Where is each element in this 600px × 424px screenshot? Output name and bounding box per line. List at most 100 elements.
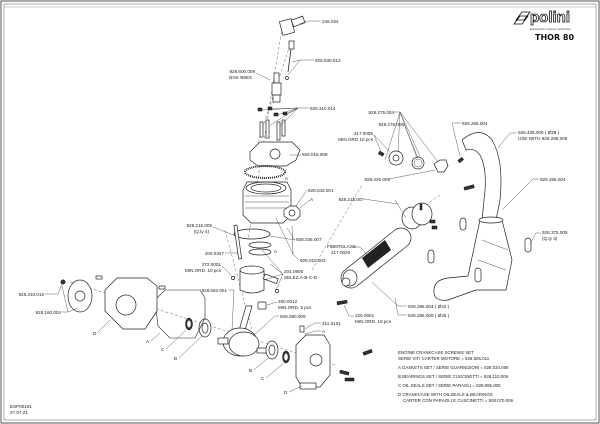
kit-notes: ENGINE CRANKCASE SCREWS SET SERIE VITI C…: [398, 350, 514, 403]
expansion-chamber: [433, 132, 513, 301]
needle-bearing: [257, 301, 267, 310]
note-oil-seals: C OIL SEALS SET / SERIE PARAOLI = 928.06…: [398, 383, 501, 388]
label-spark-plug: 928.600.009: [229, 69, 255, 74]
crankshaft: [217, 305, 272, 357]
silencer-clamp: [401, 202, 438, 230]
inner-frame: [3, 3, 597, 421]
label-ref-d-right: D: [284, 390, 288, 395]
logo-tagline: Engineered for maximum performance: [530, 28, 571, 31]
label-clamp: 928.215.007: [338, 197, 364, 202]
label-exhaust-gasket: 928.275.006: [378, 122, 404, 127]
spring: [457, 156, 464, 164]
label-screw-317: 317.0005: [354, 131, 374, 136]
label-clip-min: MIN.ORD. 10 pcs: [185, 268, 222, 273]
note-crankcase-code: CARTER CON PARAOLI E CUSCINETTI = 928.07…: [403, 398, 514, 403]
label-spring-226-min: MIN.ORD. 10 pcs: [355, 319, 392, 324]
piston-ring: [248, 241, 272, 249]
label-studs-qty: (Q.ty 4): [194, 229, 210, 234]
leader-lines: [45, 20, 541, 393]
polini-logo: polini Engineered for maximum performanc…: [513, 9, 574, 42]
stud: [233, 224, 243, 260]
exhaust-ring: [411, 156, 425, 170]
label-ref-c-right: C: [261, 376, 265, 381]
part-labels: 246.024 928.830.012 928.600.009 NGK B9ES…: [18, 19, 568, 395]
note-gaskets: A GASKETS SET / SERIE GUARNIZIONI = 928.…: [398, 365, 509, 370]
label-rubber-mounts: 928.375.005: [542, 230, 568, 235]
label-clip: 272.0001: [202, 262, 222, 267]
label-flange: 928.426.005: [364, 177, 390, 182]
note-bearings: B BEARINGS SET / SERIE CUSCINETTI = 928.…: [398, 374, 509, 379]
crankcase-gasket: [154, 289, 206, 339]
clip: [231, 276, 235, 280]
label-ref-a-plug: A: [322, 329, 326, 334]
label-piston: 204.0900: [284, 269, 304, 274]
label-ref-b-left: B: [174, 356, 177, 361]
head-gasket: [244, 165, 286, 179]
label-exhaust-22: 928.285.004 ( Ø22 ): [408, 304, 450, 309]
label-plug-311: 311.0101: [322, 321, 341, 326]
label-needle-bearing-min: MIN.ORD. 5 pcs: [278, 305, 312, 310]
label-head: 928.015.008: [302, 152, 328, 157]
label-spark-plug-type: NGK B9ES: [229, 75, 252, 80]
label-spring-265b: 928.265.004: [540, 177, 566, 182]
label-ref-a-left: A: [146, 339, 150, 344]
clip: [275, 289, 279, 293]
note-screws-code: SERIE VITI CARTER MOTORE = 928.505.011: [398, 356, 490, 361]
label-fiberglass-code: 217.0020: [331, 250, 351, 255]
label-ref-a-head: A: [285, 176, 289, 181]
label-rubber-mounts-qty: (Q.ty 4): [542, 236, 558, 241]
label-exhaust-25: 928.285.008 ( Ø25 ): [408, 313, 450, 318]
label-ref-a-gasket: A: [310, 197, 314, 202]
drawing-code: ESP00181: [10, 404, 32, 409]
screw: [377, 150, 385, 157]
crankcase-right: [295, 334, 331, 390]
head-nuts: [257, 106, 288, 141]
label-manifold-note: USE WITH 928.285.008: [518, 136, 568, 141]
cylinder: [242, 181, 292, 224]
label-ref-a-base: A: [274, 249, 278, 254]
piston: [239, 265, 279, 294]
rubber-mounts: [427, 217, 532, 283]
label-cable: 928.830.012: [315, 58, 341, 63]
crankcase-screw: [339, 369, 350, 376]
label-studs: 928.215.005: [186, 223, 212, 228]
label-base-gasket: 928.035.007: [296, 237, 322, 242]
logo-mark-icon: [513, 11, 531, 25]
label-cap: 246.024: [322, 19, 339, 24]
label-fiberglass: FIBERGLASS: [327, 244, 356, 249]
crankcase-screw: [344, 377, 355, 382]
rotor-nut: [60, 279, 66, 285]
base-gasket: [233, 228, 271, 240]
silencer: [340, 227, 412, 289]
model-name: THOR 80: [535, 33, 574, 42]
note-crankcase: D CRANKCASE WITH OILSEALS & BEARINGS: [398, 392, 493, 397]
label-manifold: 928.425.006 ( Ø28 ): [518, 130, 560, 135]
label-gasket-043: 928.043.001: [308, 188, 334, 193]
logo-text: polini: [530, 9, 570, 26]
label-screw-317-min: MIN.ORD.10 pcs: [338, 137, 373, 142]
plug: [299, 325, 305, 333]
label-needle-bearing: 280.0012: [278, 299, 298, 304]
spark-plug: [271, 72, 282, 103]
label-ref-d-left: D: [93, 331, 97, 336]
cable: [285, 40, 295, 80]
drawing-date: 27.07.21: [10, 410, 28, 415]
label-rotor: 928.160.004: [35, 310, 61, 315]
label-head-nuts: 928.310.014: [310, 106, 336, 111]
label-rotor-nut: 928.310.015: [18, 292, 44, 297]
exhaust-flange: [433, 159, 449, 173]
spring: [463, 184, 475, 191]
label-pin: 206.0327: [205, 251, 225, 256]
spring: [336, 299, 348, 306]
label-piston-select: SELEZ.A-B-C-D: [284, 275, 318, 280]
spark-plug-cap: [278, 15, 306, 36]
crankcase-screw: [362, 349, 373, 356]
label-ref-b-right: B: [249, 368, 252, 373]
label-spring-226: 226.0001: [355, 313, 375, 318]
piston-ring: [248, 248, 272, 256]
label-exhaust-springs: 928.275.004: [368, 110, 394, 115]
note-screws-title: ENGINE CRANKCASE SCREWS SET: [398, 350, 474, 355]
